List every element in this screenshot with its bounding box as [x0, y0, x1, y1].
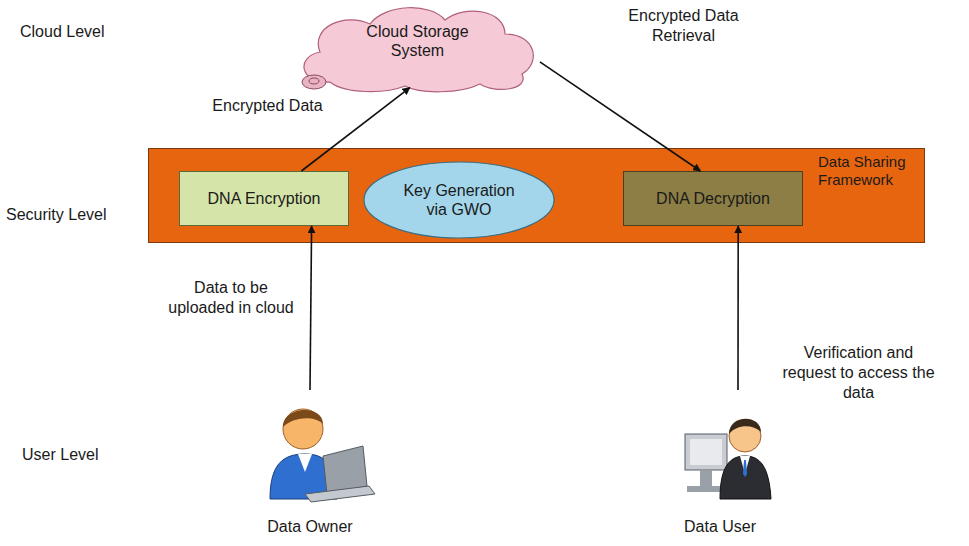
edge-label: Data to be uploaded in cloud	[160, 278, 302, 318]
process-box: DNA Decryption	[623, 171, 803, 226]
level-label: User Level	[22, 445, 132, 465]
node-text: Cloud Storage System	[353, 22, 483, 60]
process-ellipse: Key Generation via GWO	[363, 161, 555, 239]
edge-label: Encrypted Data Retrieval	[626, 6, 741, 46]
node-text: Data Sharing Framework	[818, 153, 918, 189]
level-label: Security Level	[6, 205, 131, 225]
ellipse-outline	[363, 161, 555, 239]
edge-label: Verification and request to access the d…	[776, 343, 941, 403]
actor-owner: Data Owner	[235, 390, 385, 540]
process-box: DNA Encryption	[179, 171, 349, 226]
node-text: Data User	[684, 517, 756, 536]
arrow-connector	[737, 226, 739, 390]
cloud-storage: Cloud Storage System	[290, 2, 545, 94]
edge-label: Encrypted Data	[205, 96, 330, 116]
framework-band: Data Sharing FrameworkDNA Encryption Key …	[148, 148, 925, 243]
node-text: DNA Decryption	[656, 189, 770, 208]
arrow-connector	[310, 226, 312, 390]
actor-user: Data User	[645, 390, 795, 540]
person-icon	[645, 394, 795, 504]
node-text: Data Owner	[267, 517, 352, 536]
arrow-connector	[540, 62, 701, 171]
person-icon	[235, 394, 385, 504]
level-label: Cloud Level	[20, 22, 130, 42]
node-text: Key Generation via GWO	[394, 181, 524, 219]
node-text: DNA Encryption	[208, 189, 321, 208]
